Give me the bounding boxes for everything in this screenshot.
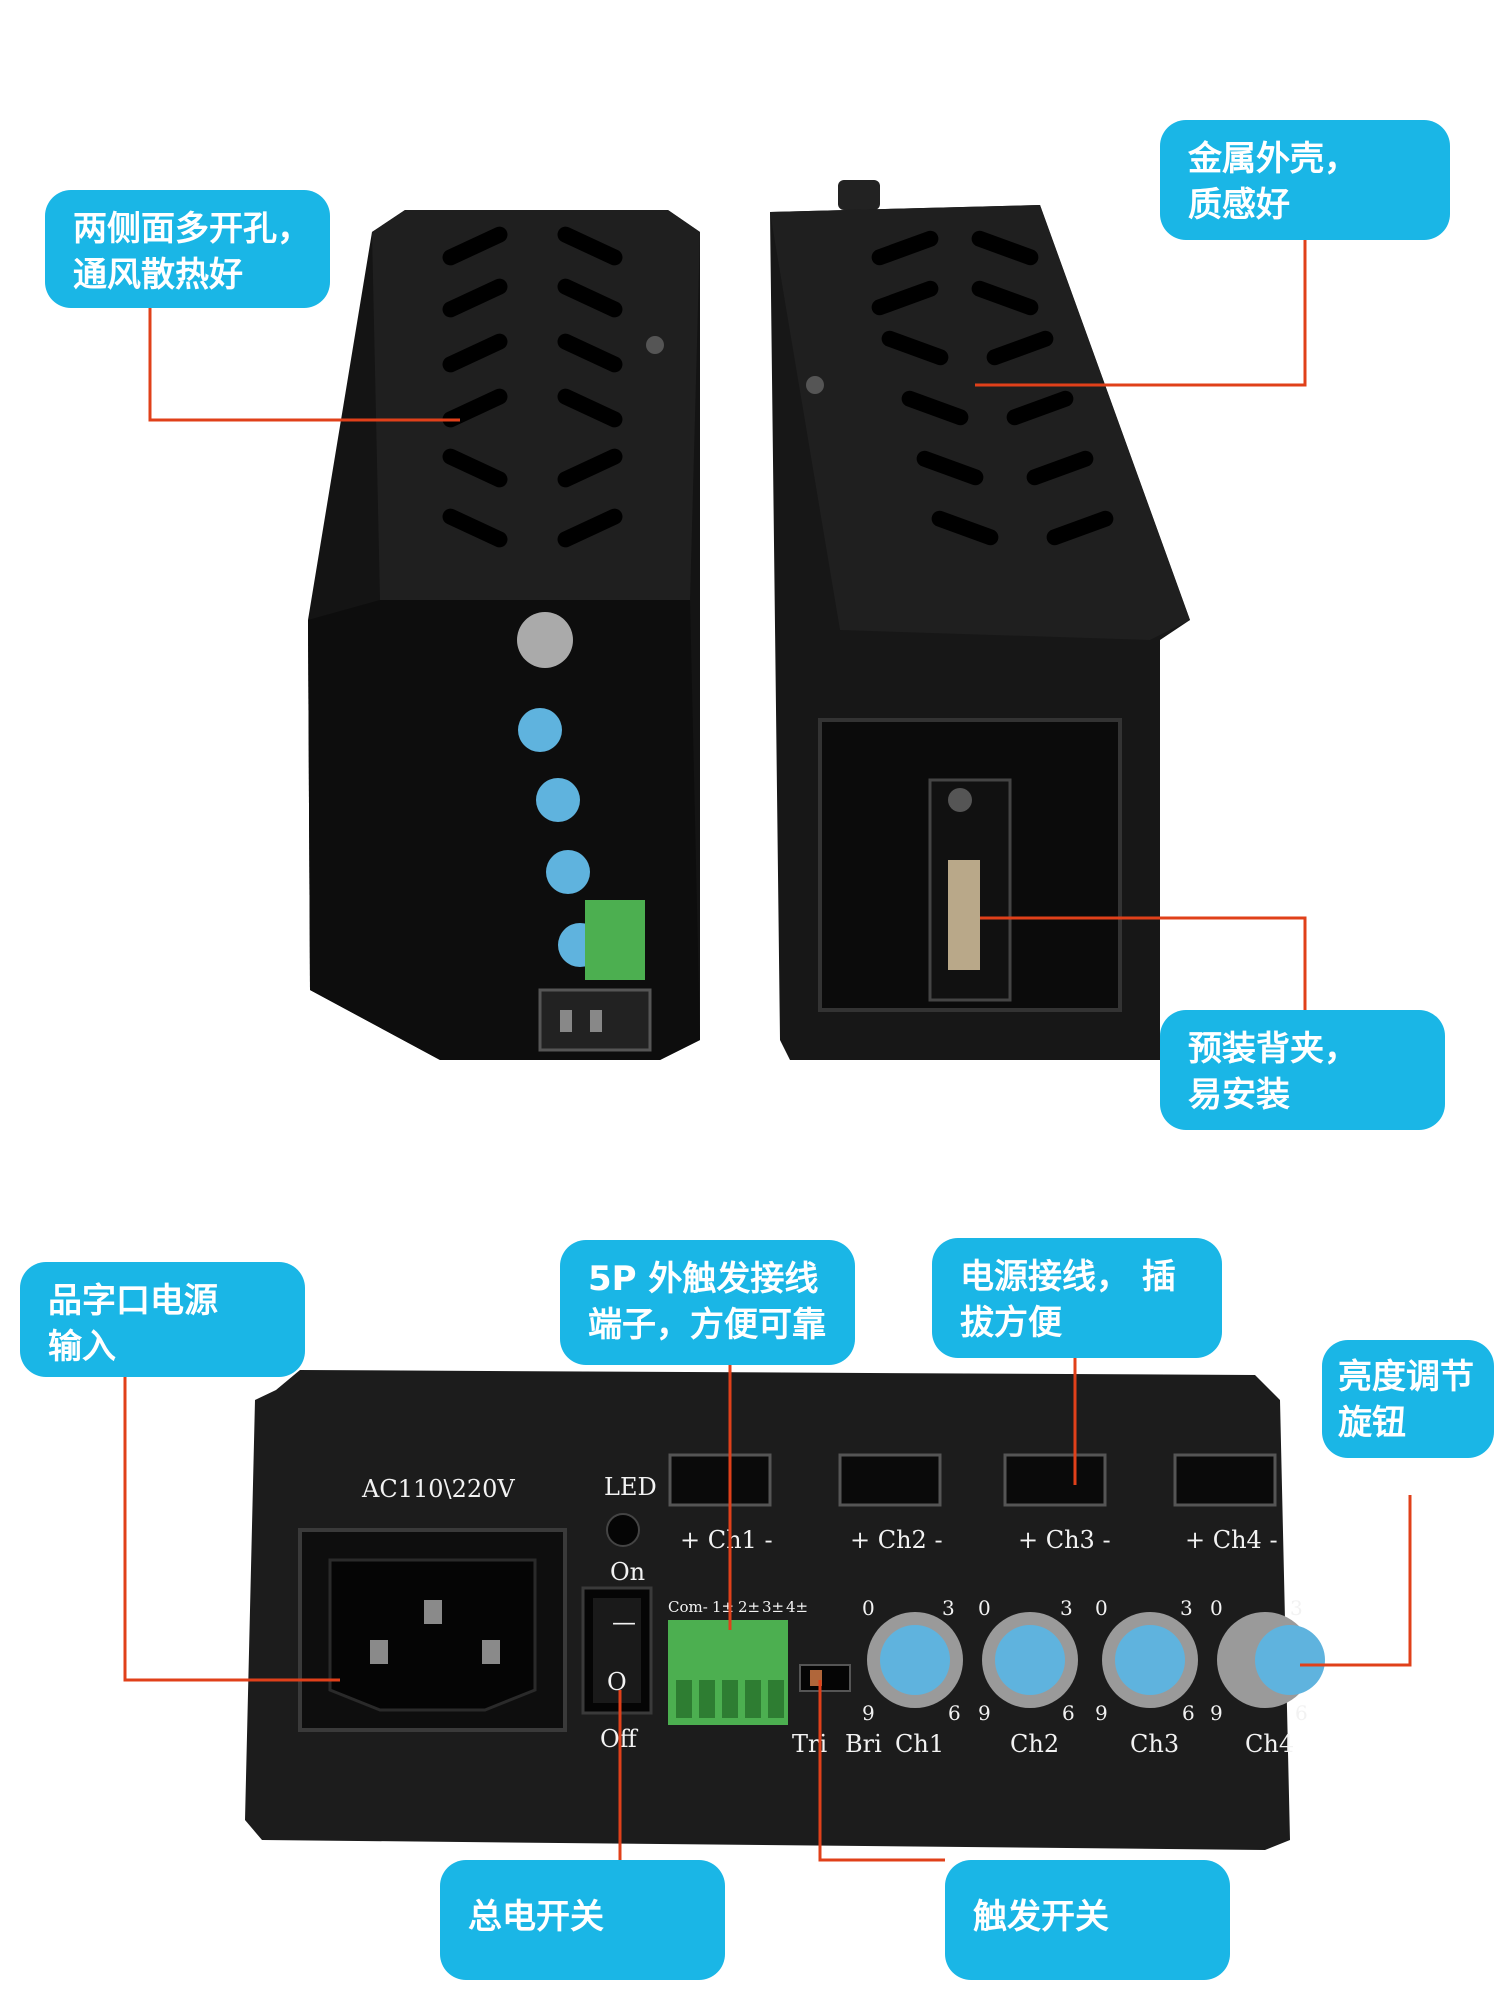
scale-0-ch4: 0 <box>1210 1596 1223 1620</box>
callout-trigger-switch: 触发开关 <box>945 1860 1230 1980</box>
scale-9-ch1: 9 <box>862 1701 875 1725</box>
unit-left-view <box>308 210 700 1060</box>
terminal-label-com: Com- <box>668 1598 708 1616</box>
vent-slots-right <box>871 230 1114 546</box>
unit-right-view <box>770 180 1190 1060</box>
knob-label-ch1: Ch1 <box>895 1730 944 1758</box>
callout-trigger-switch-line1: 触发开关 <box>973 1897 1109 1937</box>
callout-knob-line2: 旋钮 <box>1338 1403 1406 1443</box>
ac-socket <box>328 1558 537 1712</box>
callout-vent-line1: 两侧面多开孔， <box>73 209 311 249</box>
terminal-block <box>668 1620 788 1725</box>
scale-6-ch4: 6 <box>1295 1701 1308 1725</box>
callout-shell-line1: 金属外壳， <box>1188 139 1358 179</box>
callout-vent-line2: 通风散热好 <box>73 255 243 295</box>
callout-output: 电源接线， 插 拔方便 <box>932 1238 1222 1358</box>
callout-terminal-line1: 5P 外触发接线 <box>588 1259 819 1299</box>
scale-6-ch2: 6 <box>1062 1701 1075 1725</box>
channel-label-ch3: + Ch3 - <box>1018 1526 1111 1554</box>
callout-output-line2: 拔方便 <box>960 1303 1062 1343</box>
trigger-label-bri: Bri <box>845 1730 882 1758</box>
vent-slots-left <box>442 226 623 548</box>
callout-power-input-line1: 品字口电源 <box>48 1281 218 1321</box>
knob-label-ch2: Ch2 <box>1010 1730 1059 1758</box>
switch-i-mark: — <box>612 1608 636 1636</box>
scale-9-ch3: 9 <box>1095 1701 1108 1725</box>
scale-0-ch1: 0 <box>862 1596 875 1620</box>
scale-6-ch3: 6 <box>1182 1701 1195 1725</box>
callout-terminal: 5P 外触发接线 端子，方便可靠 <box>560 1240 855 1365</box>
callout-shell: 金属外壳， 质感好 <box>1160 120 1450 240</box>
callout-output-line1: 电源接线， 插 <box>960 1257 1176 1297</box>
callout-clip: 预装背夹， 易安装 <box>1160 1010 1445 1130</box>
scale-9-ch4: 9 <box>1210 1701 1223 1725</box>
terminal-label-3: 3± <box>762 1598 784 1616</box>
leader-lines <box>123 240 1412 1862</box>
callout-main-switch-line1: 总电开关 <box>468 1897 604 1937</box>
callout-main-switch: 总电开关 <box>440 1860 725 1980</box>
scale-3-ch4: 3 <box>1290 1596 1303 1620</box>
scale-3-ch1: 3 <box>942 1596 955 1620</box>
channel-label-ch1: + Ch1 - <box>680 1526 773 1554</box>
scale-0-ch3: 0 <box>1095 1596 1108 1620</box>
knob-label-ch3: Ch3 <box>1130 1730 1179 1758</box>
front-panel: AC110\220V LED On Off — O Com- 1± 2± 3± … <box>245 1370 1325 1850</box>
trigger-switch <box>799 1664 851 1692</box>
callout-knob: 亮度调节 旋钮 <box>1322 1340 1494 1458</box>
switch-o-mark: O <box>607 1668 627 1696</box>
callout-power-input: 品字口电源 输入 <box>20 1262 305 1377</box>
scale-6-ch1: 6 <box>948 1701 961 1725</box>
callout-clip-line1: 预装背夹， <box>1188 1029 1358 1069</box>
ac-voltage-label: AC110\220V <box>361 1475 515 1503</box>
terminal-label-4: 4± <box>786 1598 808 1616</box>
channel-label-ch2: + Ch2 - <box>850 1526 943 1554</box>
scale-9-ch2: 9 <box>978 1701 991 1725</box>
scale-3-ch3: 3 <box>1180 1596 1193 1620</box>
knob-label-ch4: Ch4 <box>1245 1730 1294 1758</box>
led-indicator <box>606 1513 640 1547</box>
rail-clip <box>818 718 1122 1012</box>
brightness-knobs <box>867 1612 1325 1708</box>
scale-0-ch2: 0 <box>978 1596 991 1620</box>
callout-terminal-line2: 端子，方便可靠 <box>588 1305 826 1345</box>
channel-label-ch4: + Ch4 - <box>1185 1526 1278 1554</box>
output-connectors <box>668 1453 1277 1507</box>
on-label: On <box>610 1558 645 1586</box>
callout-clip-line2: 易安装 <box>1188 1075 1290 1115</box>
led-label: LED <box>604 1473 657 1501</box>
callout-knob-line1: 亮度调节 <box>1338 1357 1474 1397</box>
callout-power-input-line2: 输入 <box>48 1327 116 1367</box>
callout-shell-line2: 质感好 <box>1188 185 1290 225</box>
trigger-label-tri: Tri <box>792 1730 827 1758</box>
scale-3-ch2: 3 <box>1060 1596 1073 1620</box>
callout-vent: 两侧面多开孔， 通风散热好 <box>45 190 330 308</box>
terminal-label-2: 2± <box>738 1598 760 1616</box>
